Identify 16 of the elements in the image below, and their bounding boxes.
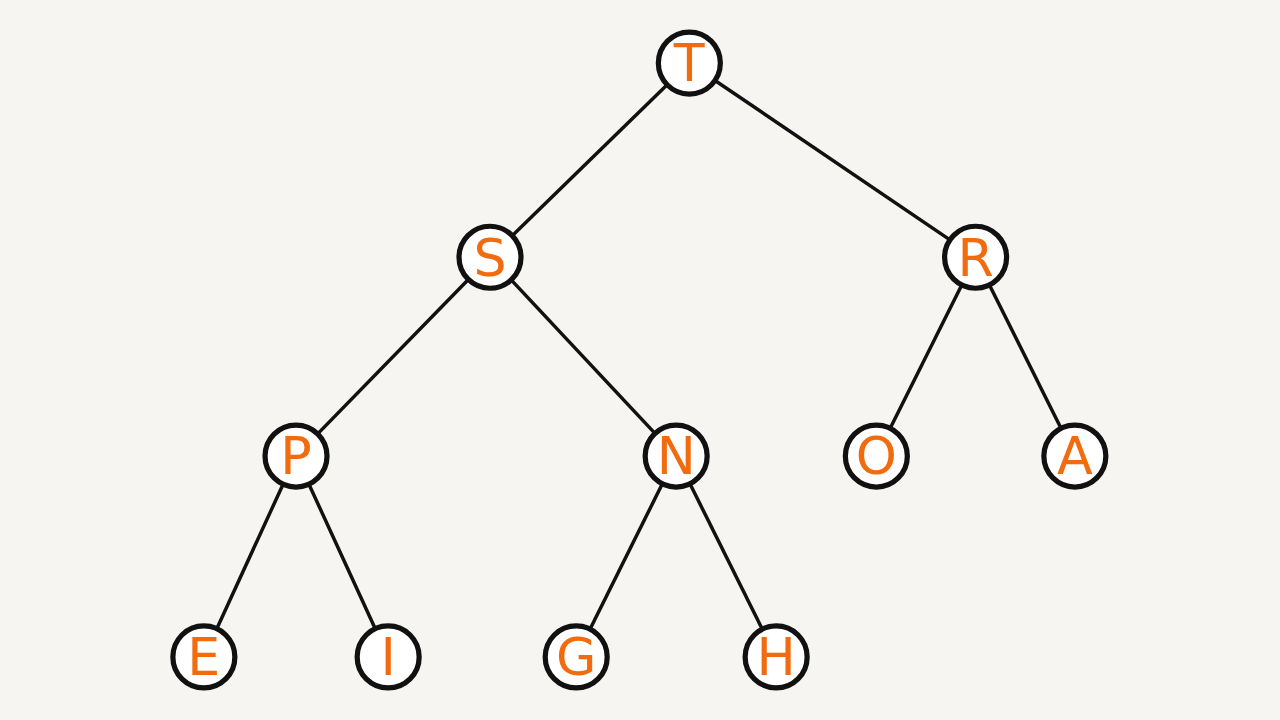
node-circle: I xyxy=(354,623,422,691)
connector xyxy=(509,278,657,435)
node-circle: T xyxy=(655,29,723,97)
node-circle: S xyxy=(456,223,524,291)
connector xyxy=(688,483,764,630)
node-circle: O xyxy=(842,422,910,490)
node-circle: E xyxy=(170,623,238,691)
node-circle: H xyxy=(742,623,810,691)
node-circle: P xyxy=(262,422,330,490)
connector xyxy=(510,83,669,237)
connector xyxy=(888,284,964,430)
node-circle: A xyxy=(1041,422,1109,490)
node-circle: G xyxy=(542,623,610,691)
connector xyxy=(588,483,664,630)
node-circle: R xyxy=(941,223,1010,291)
node-circle: N xyxy=(642,422,710,490)
